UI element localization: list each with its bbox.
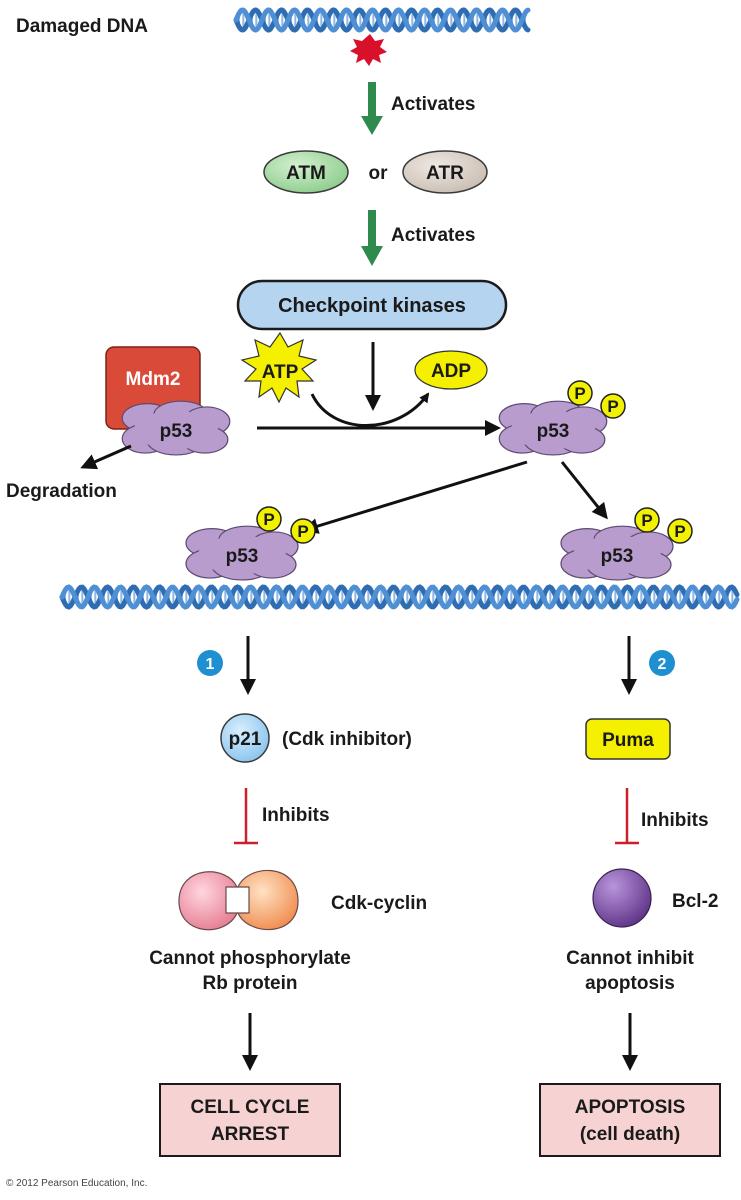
p21-note: (Cdk inhibitor) — [282, 729, 412, 750]
inhibit-bar-left — [234, 788, 258, 845]
p21-node — [220, 713, 270, 763]
phospho-label: P — [574, 384, 585, 403]
damaged-dna-label: Damaged DNA — [16, 16, 148, 37]
damage-burst-icon — [350, 34, 387, 66]
left-effect-line-1: Cannot phosphorylate — [149, 948, 351, 969]
puma-box — [585, 718, 671, 760]
apoptosis-line-1: APOPTOSIS — [575, 1097, 686, 1118]
atm-label: ATM — [286, 163, 326, 184]
inhibits-label-right: Inhibits — [641, 810, 709, 831]
atp-burst-icon — [240, 331, 318, 404]
p21-label: p21 — [229, 729, 262, 750]
step-1-badge — [197, 650, 223, 676]
cell-cycle-arrest-line-1: CELL CYCLE — [191, 1097, 310, 1118]
atp-label: ATP — [262, 362, 299, 383]
right-effect-line-1: Cannot inhibit — [566, 948, 694, 969]
degradation-label: Degradation — [6, 481, 117, 502]
activates-arrow-1 — [361, 82, 383, 135]
p53-bound-label: p53 — [160, 421, 193, 442]
step-2-label: 2 — [658, 656, 667, 673]
phospho-label: P — [297, 522, 308, 541]
cell-cycle-arrest-box — [159, 1083, 341, 1157]
p53-right-label: p53 — [601, 546, 634, 567]
phospho-label: P — [607, 397, 618, 416]
copyright-text: © 2012 Pearson Education, Inc. — [6, 1178, 147, 1189]
branch-arrow-left — [302, 460, 528, 534]
checkpoint-kinases-box — [236, 279, 508, 331]
apoptosis-box — [539, 1083, 721, 1157]
step-2-badge — [649, 650, 675, 676]
phospho-label: P — [263, 510, 274, 529]
p53-on-dna-left: PP — [185, 506, 316, 581]
mdm2-label: Mdm2 — [126, 369, 181, 390]
dna-helix-icon — [233, 7, 531, 33]
atr-node — [402, 150, 488, 194]
checkpoint-kinases-label: Checkpoint kinases — [278, 295, 466, 317]
p53-left-label: p53 — [226, 546, 259, 567]
branch-arrow-right — [560, 461, 608, 520]
phospho-label: P — [641, 511, 652, 530]
atr-label: ATR — [426, 163, 464, 184]
bcl2-sphere-icon — [592, 868, 652, 928]
activates-arrow-2 — [361, 210, 383, 266]
cdk-cyclin-icon — [178, 869, 299, 931]
degradation-arrow — [80, 444, 132, 470]
p53-bound-to-mdm2 — [121, 400, 231, 456]
adp-label: ADP — [431, 361, 471, 382]
p53-phosphorylated: PP — [498, 380, 626, 456]
activates-label-2: Activates — [391, 225, 476, 246]
atm-node — [263, 150, 349, 194]
left-effect-line-2: Rb protein — [203, 973, 298, 994]
right-effect-line-2: apoptosis — [585, 973, 675, 994]
step-1-label: 1 — [206, 656, 215, 673]
p53-on-dna-right: PP — [560, 507, 693, 581]
puma-label: Puma — [602, 730, 654, 751]
cdk-cyclin-label: Cdk-cyclin — [331, 893, 427, 914]
p53-phosphorylated-label: p53 — [537, 421, 570, 442]
inhibit-bar-right — [615, 788, 639, 845]
cell-cycle-arrest-line-2: ARREST — [211, 1124, 290, 1145]
activates-label-1: Activates — [391, 94, 476, 115]
inhibits-label-left: Inhibits — [262, 805, 330, 826]
dna-helix-icon — [59, 584, 740, 610]
or-label: or — [369, 163, 389, 184]
atp-adp-arrow — [310, 392, 430, 427]
bcl2-label: Bcl-2 — [672, 891, 718, 912]
adp-node — [414, 350, 488, 390]
apoptosis-line-2: (cell death) — [580, 1124, 680, 1145]
phospho-label: P — [674, 522, 685, 541]
